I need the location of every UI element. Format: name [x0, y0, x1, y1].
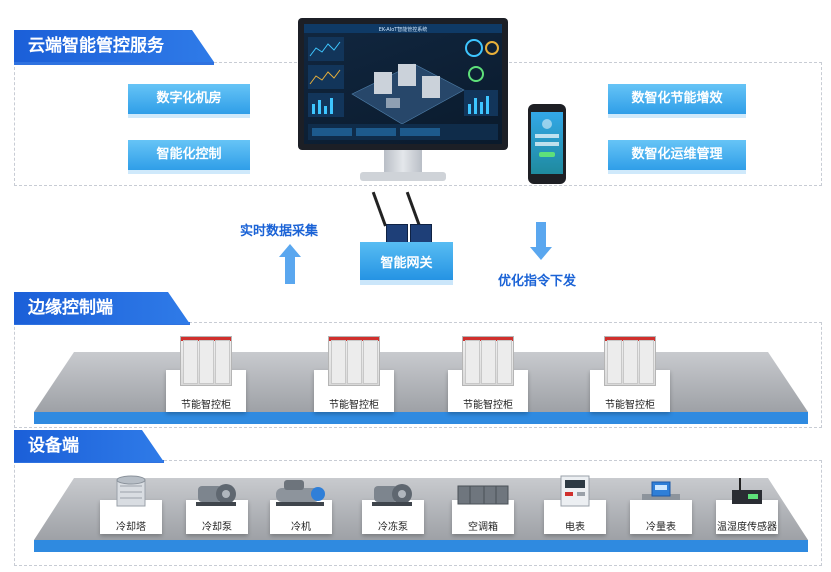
cloud-section-title: 云端智能管控服务	[14, 30, 214, 62]
cooling-meter-icon	[642, 481, 680, 500]
smart-gateway: 智能网关	[360, 190, 453, 288]
device-cooling-meter: 冷量表	[630, 474, 692, 534]
download-arrow-icon	[530, 222, 552, 260]
cabinet-1: 节能智控柜	[166, 336, 246, 412]
device-ahu-label: 空调箱	[468, 522, 498, 533]
cabinet-1-label: 节能智控柜	[181, 400, 231, 411]
device-chiller-label: 冷机	[291, 522, 311, 533]
monitor-base	[360, 172, 446, 181]
device-cooling-tower-label: 冷却塔	[116, 522, 146, 533]
device-cooling-pump-label: 冷却泵	[202, 522, 232, 533]
realtime-data-collection-label: 实时数据采集	[240, 224, 319, 239]
cloud-item-smart-control: 智能化控制	[128, 140, 250, 170]
cabinet-3: 节能智控柜	[448, 336, 528, 412]
monitor-dashboard: EK-AIoT智能管控系统	[298, 18, 508, 188]
equipment-section-title: 设备端	[14, 430, 164, 462]
device-chiller: 冷机	[270, 474, 332, 534]
phone-screen	[531, 112, 563, 174]
monitor-screen: EK-AIoT智能管控系统	[304, 24, 502, 144]
cloud-item-ops-management: 数智化运维管理	[608, 140, 746, 170]
cabinet-4: 节能智控柜	[590, 336, 670, 412]
chilled-pump-icon	[372, 484, 412, 506]
cabinet-4-label: 节能智控柜	[605, 400, 655, 411]
device-cooling-meter-label: 冷量表	[646, 522, 676, 533]
device-cooling-pump: 冷却泵	[186, 474, 248, 534]
dashboard-title: EK-AIoT智能管控系统	[379, 26, 428, 33]
cabinet-2-icon	[328, 336, 380, 386]
cabinet-1-icon	[180, 336, 232, 386]
cabinet-2: 节能智控柜	[314, 336, 394, 412]
device-power-meter: 电表	[544, 474, 606, 534]
phone-app-graphic	[535, 119, 559, 157]
th-sensor-icon	[732, 478, 762, 504]
gateway-pedestal	[360, 242, 453, 280]
cloud-item-energy-efficiency: 数智化节能增效	[608, 84, 746, 114]
monitor-frame: EK-AIoT智能管控系统	[298, 18, 508, 150]
device-ahu: 空调箱	[452, 474, 514, 534]
cooling-pump-icon	[196, 484, 236, 506]
edge-section-title: 边缘控制端	[14, 292, 190, 324]
optimize-command-label: 优化指令下发	[498, 274, 577, 289]
device-th-sensor-label: 温湿度传感器	[717, 522, 777, 533]
cabinet-2-label: 节能智控柜	[329, 400, 379, 411]
device-power-meter-label: 电表	[565, 522, 585, 533]
device-th-sensor: 温湿度传感器	[716, 474, 778, 534]
cabinet-3-icon	[462, 336, 514, 386]
mobile-phone	[528, 104, 566, 184]
gateway-label: 智能网关	[380, 256, 433, 271]
cooling-tower-icon	[116, 475, 146, 507]
cabinet-4-icon	[604, 336, 656, 386]
device-cooling-tower: 冷却塔	[100, 474, 162, 534]
equipment-section-frame	[14, 460, 822, 566]
edge-section-frame	[14, 322, 822, 428]
power-meter-icon	[560, 475, 590, 507]
device-chilled-pump: 冷冻泵	[362, 474, 424, 534]
upload-arrow-icon	[279, 244, 301, 284]
antenna-left-icon	[371, 191, 387, 227]
cabinet-3-label: 节能智控柜	[463, 400, 513, 411]
device-chilled-pump-label: 冷冻泵	[378, 522, 408, 533]
dashboard-graphic: EK-AIoT智能管控系统	[304, 24, 502, 140]
chiller-icon	[276, 480, 325, 506]
monitor-neck	[384, 150, 422, 174]
cloud-item-digital-room: 数字化机房	[128, 84, 250, 114]
antenna-right-icon	[405, 191, 421, 227]
ahu-icon	[457, 485, 509, 505]
cloud-tab-underline	[14, 62, 214, 65]
